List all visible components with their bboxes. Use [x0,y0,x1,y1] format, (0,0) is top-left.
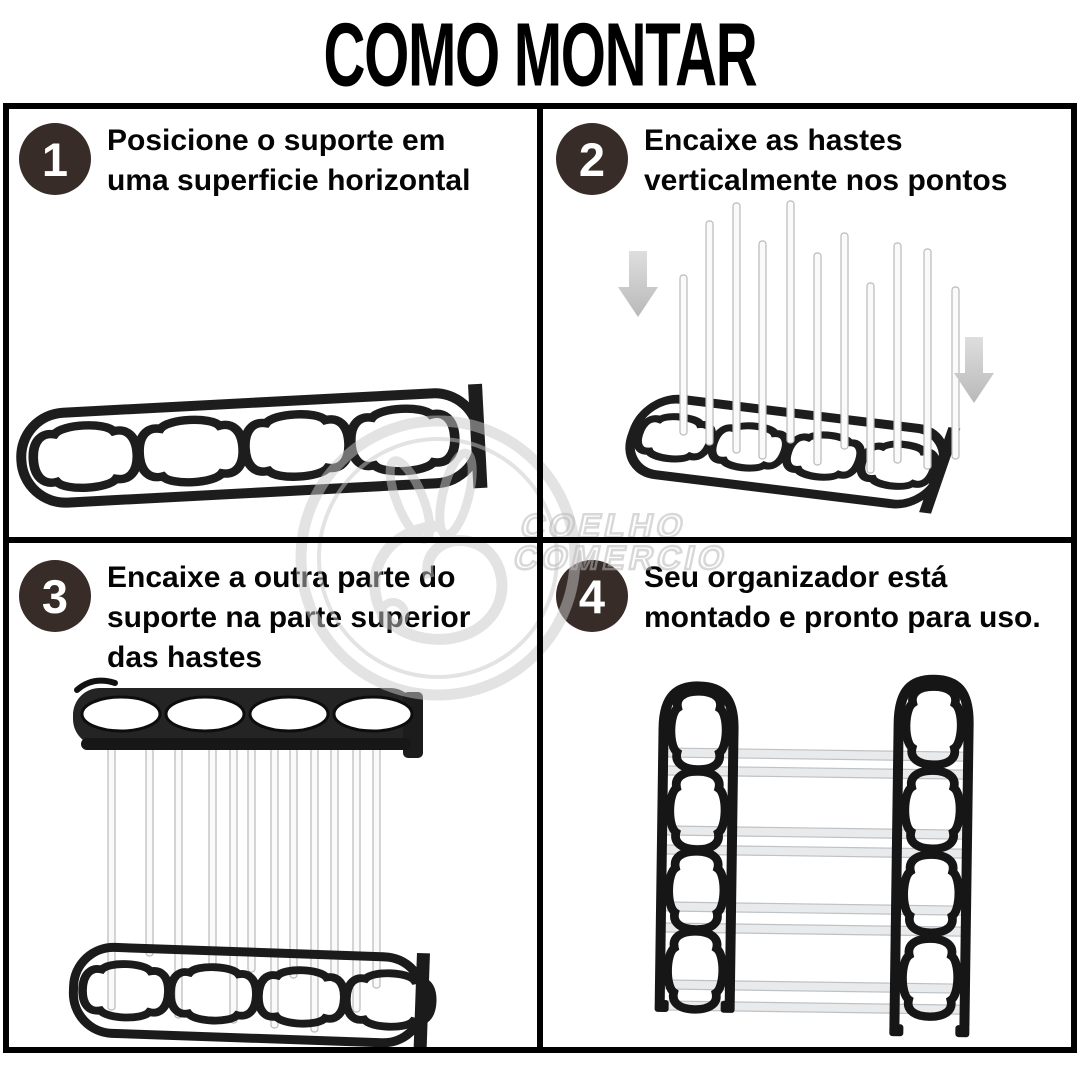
down-arrow-icon [618,251,658,317]
step-3-panel: 3 Encaixe a outra parte do suporte na pa… [3,540,540,1053]
step-2-panel: 2 Encaixe as hastes verticalmente nos po… [540,103,1077,540]
step-1-number-badge: 1 [19,123,91,195]
step-3-number-badge: 3 [19,560,91,632]
assembled-rack [654,674,974,1038]
base-frame [16,383,488,508]
step-3-text: Encaixe a outra parte do suporte na part… [107,561,471,674]
grid-horizontal-divider [3,537,1077,543]
step-2-text: Encaixe as hastes verticalmente nos pont… [644,124,1008,197]
step-2-number-badge: 2 [556,123,628,195]
vertical-rods [107,745,381,1033]
step-4-panel: 4 Seu organizador está montado e pronto … [540,540,1077,1053]
step-3-header: 3 Encaixe a outra parte do suporte na pa… [19,556,526,678]
step-1-panel: 1 Posicione o suporte em uma superficie … [3,103,540,540]
step-4-text: Seu organizador está montado e pronto pa… [644,561,1041,634]
curved-arrow-icon [74,677,118,693]
down-arrow-icon [954,337,994,403]
page-title: COMO MONTAR [323,4,758,105]
step-4-number-badge: 4 [556,560,628,632]
base-frame [625,394,961,514]
step-1-text: Posicione o suporte em uma superficie ho… [107,124,471,197]
step-2-header: 2 Encaixe as hastes verticalmente nos po… [556,119,1063,201]
step-1-header: 1 Posicione o suporte em uma superficie … [19,119,526,201]
right-side-panel [889,674,974,1038]
vertical-rods [679,200,960,474]
top-frame [73,688,423,758]
step-4-header: 4 Seu organizador está montado e pronto … [556,556,1063,638]
left-side-panel [654,681,739,1013]
grid-vertical-divider [537,103,543,1053]
shelf-rods [658,747,972,1015]
base-frame [68,942,434,1050]
